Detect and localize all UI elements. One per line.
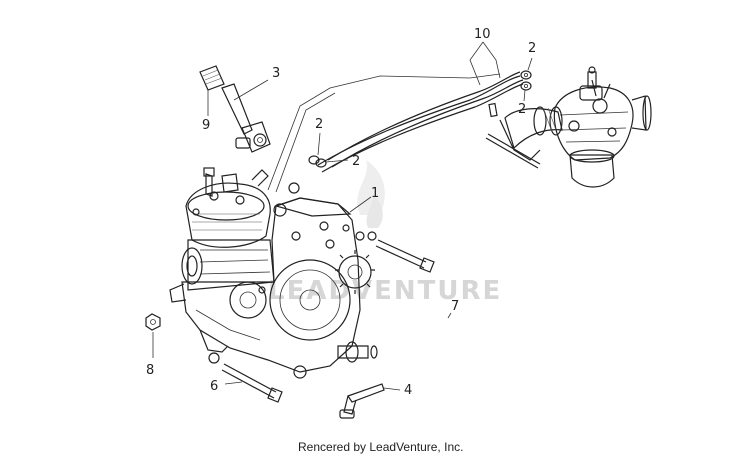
callout-4: 4 bbox=[404, 383, 412, 398]
nut-8 bbox=[145, 313, 161, 331]
footer-credit: Rencered by LeadVenture, Inc. bbox=[298, 440, 463, 454]
fuel-hose-pair bbox=[317, 71, 524, 173]
callout-8: 8 bbox=[146, 363, 154, 378]
callout-1: 1 bbox=[371, 186, 379, 201]
intake-manifold bbox=[499, 106, 563, 161]
drive-sprocket bbox=[335, 250, 375, 294]
watermark-text: LEADVENTURE bbox=[268, 276, 502, 306]
gear-shift-lever bbox=[339, 383, 385, 419]
engine-block bbox=[169, 167, 378, 379]
callout-10: 10 bbox=[474, 27, 491, 42]
long-bolt-6 bbox=[221, 363, 283, 403]
vent-line-2 bbox=[275, 92, 336, 193]
callout-7: 7 bbox=[451, 299, 459, 314]
hose-clamps-upper bbox=[520, 70, 532, 91]
callouts: 10 2 2 3 9 2 2 1 7 8 6 4 bbox=[146, 27, 536, 398]
hose-clamps-lower bbox=[308, 155, 327, 168]
callout-2-clamp: 2 bbox=[352, 154, 360, 169]
long-bolt-7 bbox=[375, 239, 435, 273]
callout-2-hose: 2 bbox=[315, 117, 323, 132]
callout-6: 6 bbox=[210, 379, 218, 394]
callout-9: 9 bbox=[202, 118, 210, 133]
manifold-stud bbox=[485, 102, 541, 169]
washer-7 bbox=[367, 231, 377, 241]
callout-3: 3 bbox=[272, 66, 280, 81]
vent-line bbox=[267, 73, 501, 191]
watermark: LEADVENTURE bbox=[268, 160, 502, 306]
kick-start-lever bbox=[221, 83, 271, 153]
callout-2-upper: 2 bbox=[528, 41, 536, 56]
callout-2-carb: 2 bbox=[518, 102, 526, 117]
watermark-flame-logo bbox=[357, 160, 385, 228]
leader-lines bbox=[152, 41, 533, 391]
carburetor bbox=[553, 66, 652, 188]
kick-start-rubber bbox=[199, 65, 225, 91]
